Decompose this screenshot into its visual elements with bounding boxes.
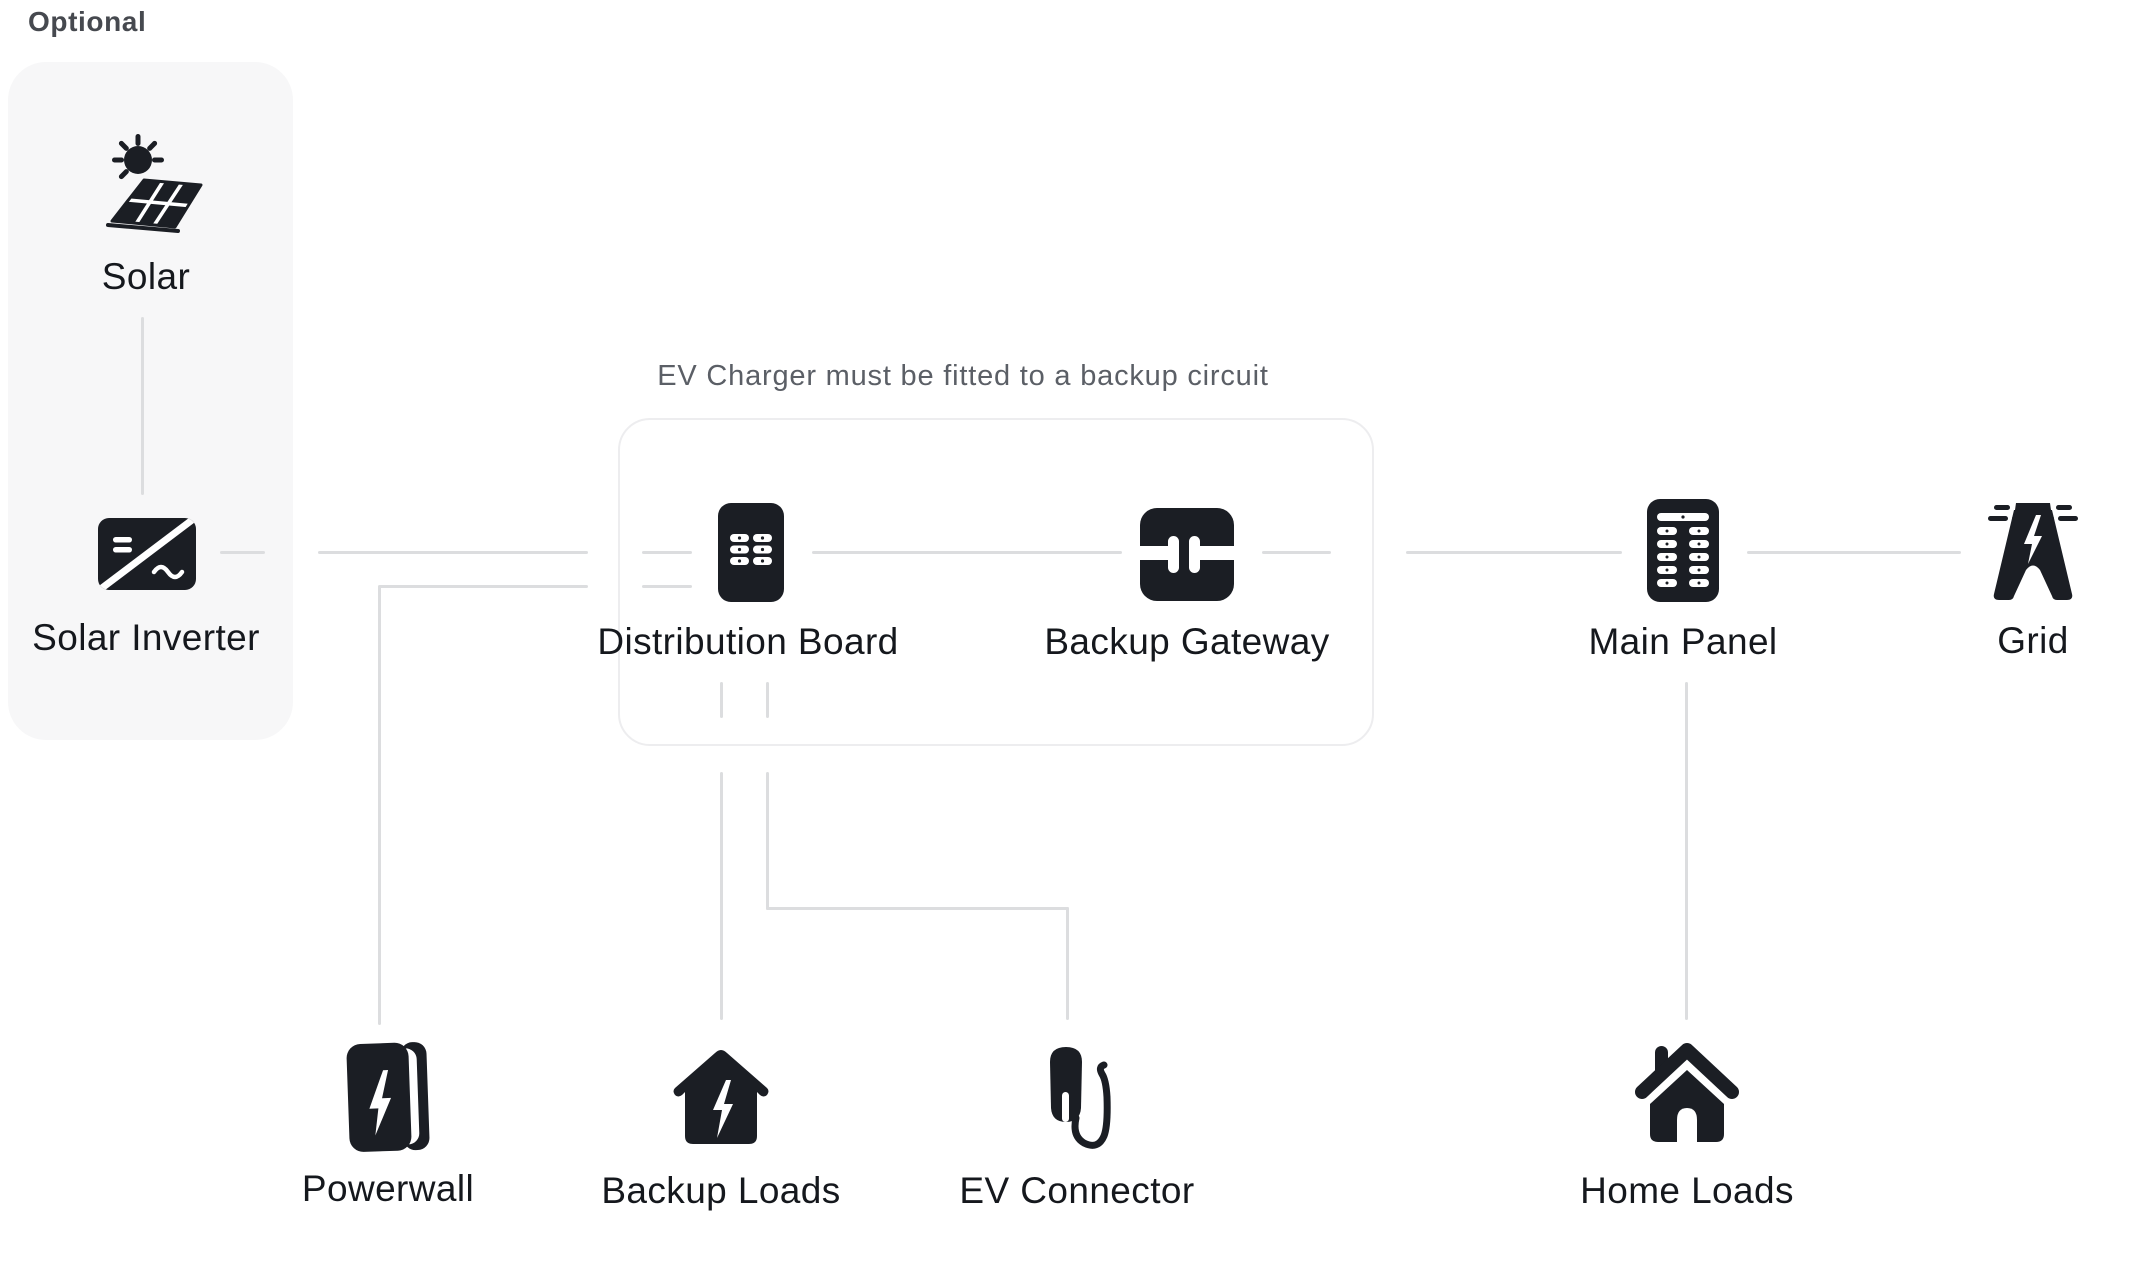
edge-board-to-ev-vertical <box>766 772 769 910</box>
grid-label: Grid <box>1997 620 2069 661</box>
edge-inverter-to-board-bus <box>318 551 588 554</box>
ev-connector-label: EV Connector <box>959 1170 1195 1211</box>
transmission-tower-icon <box>1988 498 2078 609</box>
backup-loads-label: Backup Loads <box>601 1170 841 1211</box>
powerwall-battery-icon <box>344 1040 434 1159</box>
edge-ev-drop-vertical <box>1066 907 1069 1020</box>
optional-group-box <box>8 62 293 740</box>
edge-board-entry-dash-top <box>642 551 692 554</box>
edge-solar-to-inverter <box>141 317 144 495</box>
edge-gateway-to-main-panel <box>1406 551 1622 554</box>
powerwall-label: Powerwall <box>301 1168 475 1209</box>
optional-caption: Optional <box>28 6 147 37</box>
house-icon <box>1634 1040 1740 1157</box>
edge-board-exit-dash-left <box>720 682 723 718</box>
edge-board-to-ev-horizontal <box>766 907 1069 910</box>
backup-circuit-caption: EV Charger must be fitted to a backup ci… <box>657 360 1269 392</box>
gateway-disconnect-icon <box>1140 508 1234 606</box>
distribution-board-label: Distribution Board <box>597 621 899 662</box>
home-loads-label: Home Loads <box>1580 1170 1794 1211</box>
solar-label: Solar <box>101 256 191 297</box>
edge-main-panel-to-home-loads <box>1685 682 1688 1020</box>
solar-inverter-label: Solar Inverter <box>32 617 260 658</box>
edge-main-panel-to-grid <box>1747 551 1961 554</box>
solar-inverter-icon <box>98 518 196 595</box>
edge-board-entry-dash-bottom <box>642 585 692 588</box>
main-panel-label: Main Panel <box>1588 621 1778 662</box>
backup-gateway-label: Backup Gateway <box>1044 621 1330 662</box>
house-bolt-icon <box>669 1046 773 1155</box>
ev-charger-icon <box>1040 1042 1120 1162</box>
edge-gateway-exit-dash <box>1262 551 1331 554</box>
edge-board-to-gateway <box>812 551 1122 554</box>
edge-powerwall-branch-vertical <box>378 585 381 1025</box>
edge-board-exit-dash-right <box>766 682 769 718</box>
main-breaker-panel-icon <box>1647 499 1719 607</box>
edge-board-to-backup-loads <box>720 772 723 1020</box>
solar-panel-sun-icon <box>92 128 204 241</box>
edge-inverter-dash <box>220 551 265 554</box>
edge-powerwall-branch-horizontal <box>379 585 588 588</box>
breaker-panel-icon <box>718 503 784 607</box>
